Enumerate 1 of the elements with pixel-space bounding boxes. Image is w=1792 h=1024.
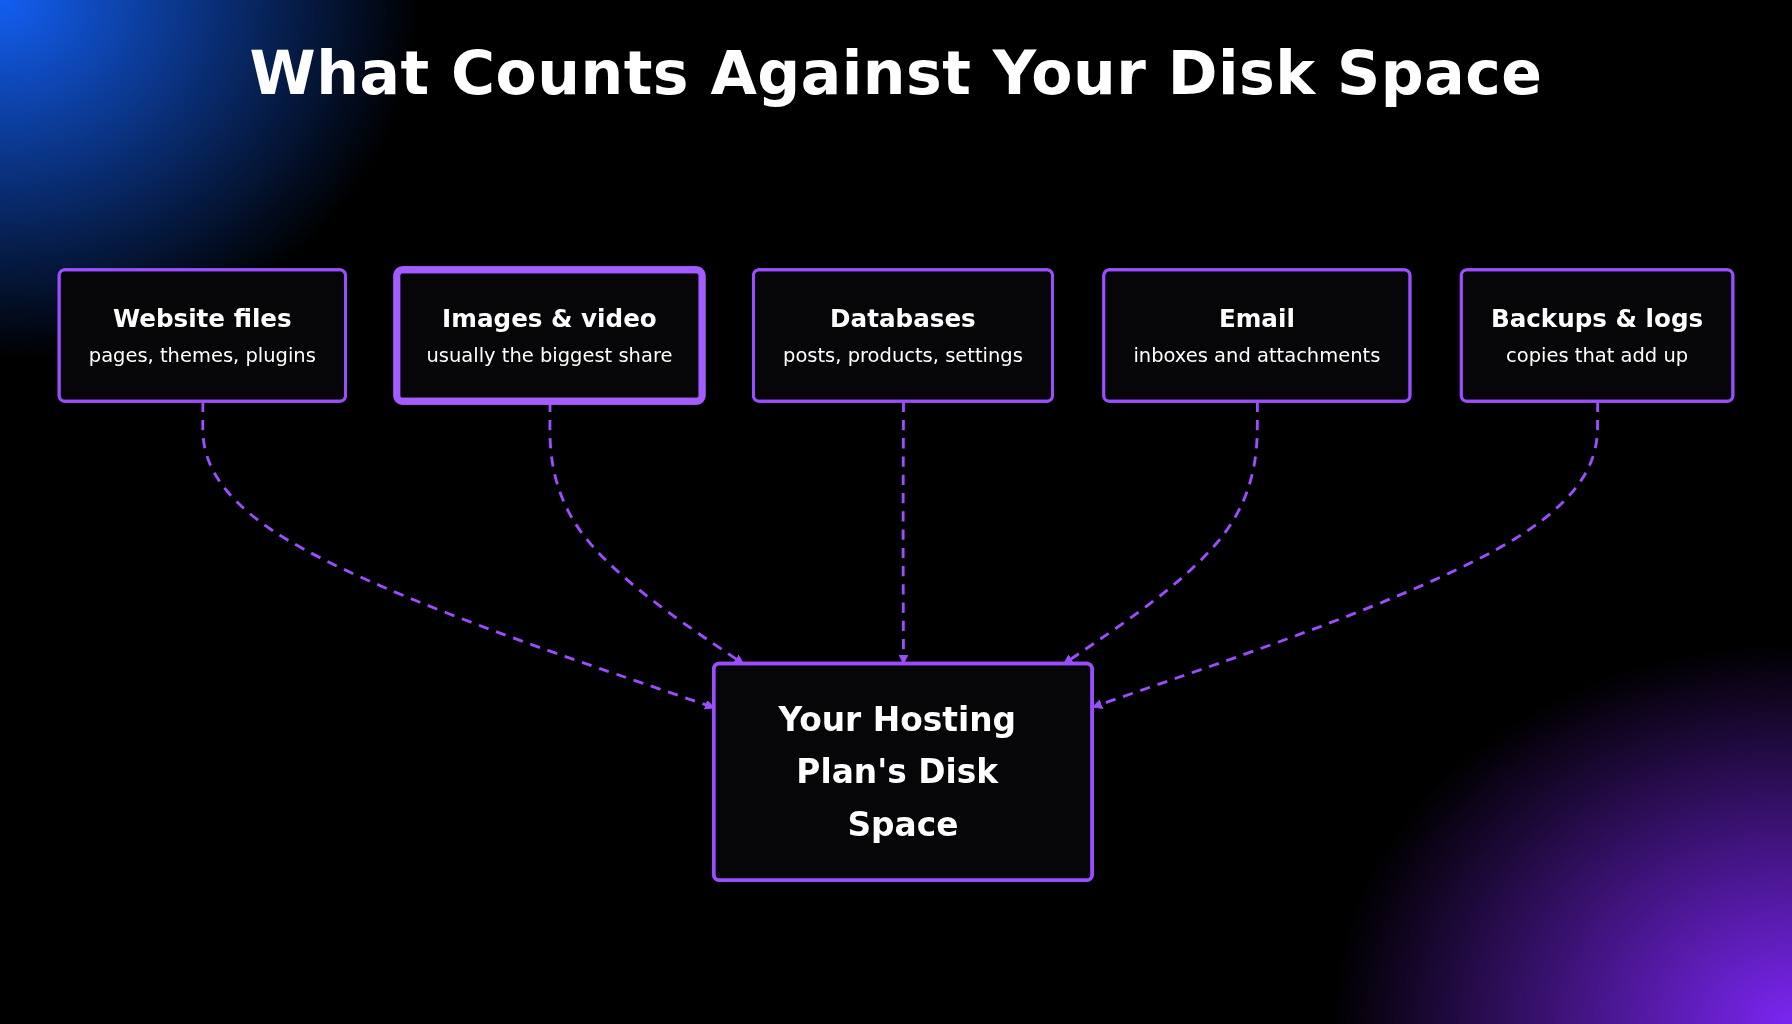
title: What Counts Against Your Disk Space [249, 38, 1543, 108]
